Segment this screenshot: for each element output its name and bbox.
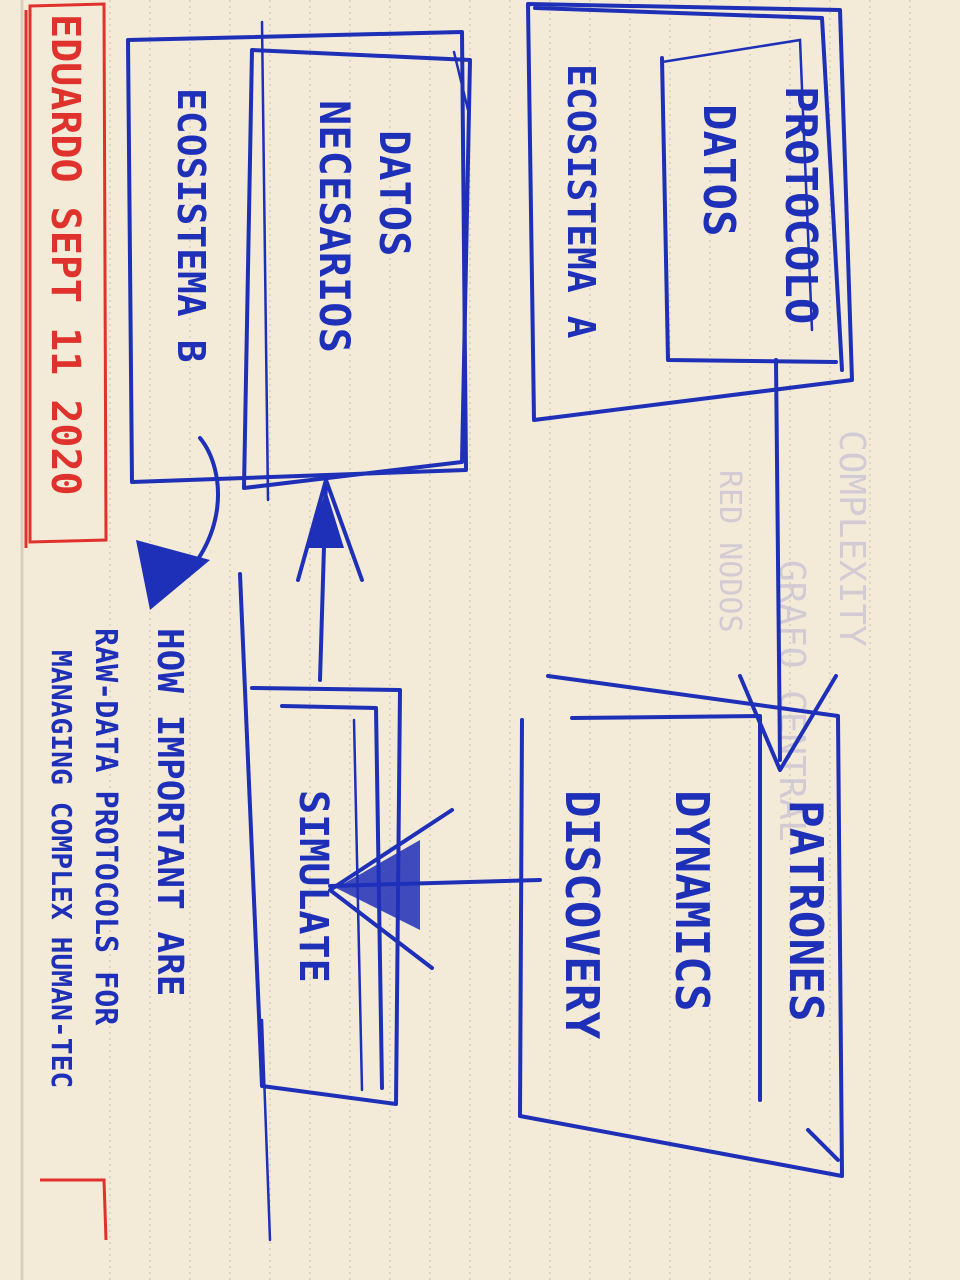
datos-necesarios-line-2: NECESARIOS xyxy=(310,100,359,353)
box-protocolo-datos: PROTOCOLO DATOS ECOSISTEMA A xyxy=(526,2,854,422)
patrones-line-2: DYNAMICS xyxy=(665,790,719,1012)
caption-line-3: MANAGING COMPLEX HUMAN-TEC xyxy=(45,650,78,1088)
datos-necesarios-line-1: DATOS xyxy=(370,130,419,256)
box-patrones: PATRONES DYNAMICS DISCOVERY xyxy=(518,674,844,1178)
box-datos-necesarios: DATOS NECESARIOS ECOSISTEMA B xyxy=(126,20,472,502)
patrones-line-3: DISCOVERY xyxy=(555,790,609,1040)
arrow-ecosistema-b-to-caption xyxy=(136,436,220,610)
box-simulate: SIMULATE xyxy=(238,572,402,1242)
svg-text:RED NODOS: RED NODOS xyxy=(712,470,747,633)
caption-line-1: HOW IMPORTANT ARE xyxy=(149,628,190,996)
arrow-protocolo-to-patrones xyxy=(738,358,838,772)
caption: HOW IMPORTANT ARE RAW-DATA PROTOCOLS FOR… xyxy=(45,628,190,1088)
protocolo-line-3: ECOSISTEMA A xyxy=(559,64,603,339)
svg-text:COMPLEXITY: COMPLEXITY xyxy=(831,430,872,647)
arrow-patrones-to-simulate xyxy=(328,808,542,970)
margin-mark xyxy=(40,1178,108,1241)
ghost-text: COMPLEXITY GRAFO CENTRAL RED NODOS xyxy=(712,430,872,842)
ecosistema-b-label: ECOSISTEMA B xyxy=(169,88,213,363)
patrones-line-1: PATRONES xyxy=(779,800,833,1022)
protocolo-line-2: DATOS xyxy=(693,104,744,236)
caption-line-2: RAW-DATA PROTOCOLS FOR xyxy=(88,628,123,1026)
protocolo-line-1: PROTOCOLO xyxy=(775,86,826,324)
arrow-simulate-to-datos xyxy=(296,478,364,682)
author-stamp-text: EDUARDO SEPT 11 2020 xyxy=(42,14,88,496)
author-stamp: EDUARDO SEPT 11 2020 xyxy=(24,2,108,548)
